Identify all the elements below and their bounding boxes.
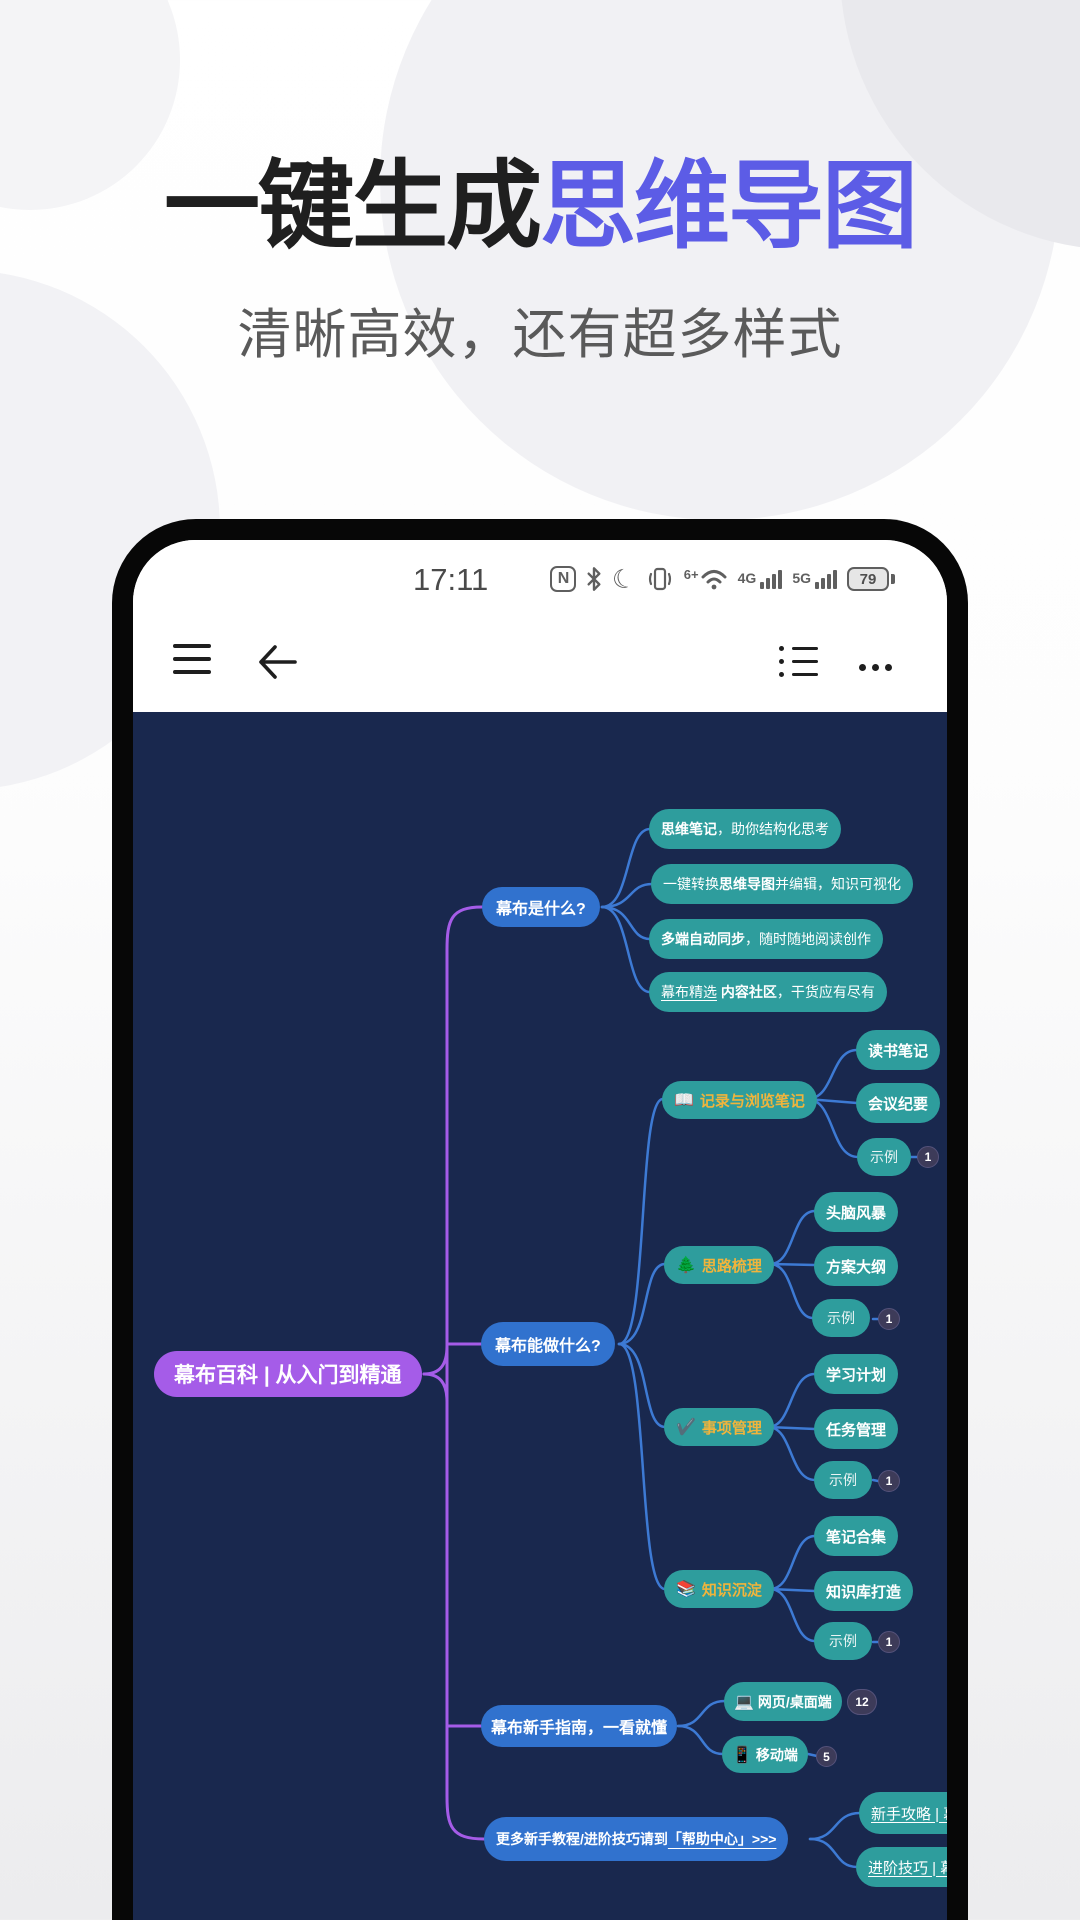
sub-label: 知识沉淀: [701, 1581, 762, 1599]
guide-web-node[interactable]: 💻 网页/桌面端: [724, 1682, 842, 1721]
mindmap-connectors: [422, 827, 920, 1869]
tree-icon: 🌲: [676, 1257, 696, 1274]
note-bold-text: 思维导图: [719, 876, 775, 892]
branch-more-node[interactable]: 更多新手教程/进阶技巧请到「帮助中心」>>>: [484, 1817, 789, 1861]
leaf-node[interactable]: 学习计划: [814, 1354, 899, 1394]
outline-list-icon[interactable]: [779, 646, 818, 685]
vibrate-icon: [648, 567, 671, 591]
count-badge[interactable]: 12: [847, 1689, 877, 1715]
battery-percent: 79: [847, 567, 889, 591]
note-text: 并编辑，知识可视化: [775, 876, 901, 892]
what-child-node[interactable]: 幕布精选 内容社区，干货应有尽有: [649, 972, 887, 1012]
hero-header: 一键生成思维导图 清晰高效，还有超多样式: [0, 140, 1080, 369]
count-badge[interactable]: 1: [917, 1146, 939, 1168]
leaf-node[interactable]: 会议纪要: [856, 1083, 941, 1123]
leaf-node[interactable]: 任务管理: [814, 1409, 899, 1449]
phone-screen: 17:11 N ☾ 6+: [133, 540, 947, 1920]
help-center-link[interactable]: 「帮助中心」>>>: [667, 1831, 777, 1847]
hamburger-menu-icon[interactable]: [173, 644, 211, 683]
more-child-node[interactable]: 进阶技巧 | 幕: [856, 1847, 947, 1887]
sub-tasks-node[interactable]: ✔️ 事项管理: [664, 1408, 774, 1446]
example-node[interactable]: 示例: [857, 1138, 911, 1176]
count-badge[interactable]: 1: [878, 1631, 900, 1653]
net-4g-label: 4G: [737, 569, 757, 586]
note-bold-text: 内容社区: [717, 984, 777, 1000]
wifi-6plus-label: 6+: [683, 567, 699, 582]
note-link-text: 幕布精选: [661, 984, 717, 1000]
note-bold-text: 思维笔记: [661, 821, 717, 837]
what-child-node[interactable]: 思维笔记，助你结构化思考: [649, 809, 841, 849]
leaf-label: 移动端: [755, 1746, 798, 1763]
leaf-node[interactable]: 知识库打造: [814, 1571, 914, 1611]
sub-label: 记录与浏览笔记: [699, 1092, 805, 1110]
back-arrow-icon[interactable]: [251, 638, 303, 686]
page-subtitle: 清晰高效，还有超多样式: [237, 305, 843, 366]
status-bar: 17:11 N ☾ 6+: [133, 540, 947, 616]
bluetooth-icon: [587, 567, 602, 591]
sub-label: 事项管理: [701, 1419, 762, 1437]
check-mark-icon: ✔️: [676, 1419, 696, 1436]
status-time: 17:11: [413, 562, 489, 597]
example-node[interactable]: 示例: [814, 1622, 872, 1660]
mindmap-canvas[interactable]: 幕布百科 | 从入门到精通 幕布是什么? 思维笔记，助你结构化思考 一键转换思维…: [133, 712, 947, 1920]
sub-label: 思路梳理: [701, 1257, 762, 1275]
leaf-label: 网页/桌面端: [757, 1693, 832, 1710]
leaf-node[interactable]: 方案大纲: [814, 1246, 899, 1286]
branch-what-node[interactable]: 幕布是什么?: [482, 887, 600, 927]
branch-can-node[interactable]: 幕布能做什么?: [481, 1322, 615, 1366]
battery-icon: 79: [847, 567, 895, 591]
more-prefix-text: 更多新手教程/进阶技巧请到: [496, 1831, 668, 1847]
title-black-part: 一键生成: [164, 153, 542, 260]
wifi-icon: 6+: [684, 567, 728, 591]
phone-mockup: 17:11 N ☾ 6+: [112, 519, 968, 1920]
more-ellipsis-icon[interactable]: [859, 664, 892, 671]
mobile-phone-icon: 📱: [732, 1746, 752, 1764]
more-child-node[interactable]: 新手攻略 | 幕: [859, 1792, 947, 1834]
leaf-node[interactable]: 头脑风暴: [814, 1192, 899, 1232]
app-toolbar: [133, 616, 947, 712]
count-badge[interactable]: 5: [816, 1746, 837, 1767]
leaf-node[interactable]: 笔记合集: [814, 1516, 899, 1556]
example-node[interactable]: 示例: [814, 1461, 872, 1499]
example-node[interactable]: 示例: [812, 1299, 870, 1337]
what-child-node[interactable]: 一键转换思维导图并编辑，知识可视化: [651, 864, 913, 904]
note-text: 一键转换: [663, 876, 719, 892]
signal-4g-icon: 4G: [737, 569, 783, 589]
note-bold-text: 多端自动同步: [661, 931, 745, 947]
branch-guide-node[interactable]: 幕布新手指南，一看就懂: [481, 1705, 678, 1747]
open-book-icon: 📖: [674, 1092, 694, 1109]
sub-ideas-node[interactable]: 🌲 思路梳理: [664, 1246, 774, 1284]
note-text: ，随时随地阅读创作: [745, 931, 871, 947]
count-badge[interactable]: 1: [878, 1308, 900, 1330]
sub-knowledge-node[interactable]: 📚 知识沉淀: [664, 1570, 774, 1608]
what-child-node[interactable]: 多端自动同步，随时随地阅读创作: [649, 919, 883, 959]
guide-mobile-node[interactable]: 📱 移动端: [722, 1736, 808, 1773]
books-icon: 📚: [676, 1581, 696, 1598]
laptop-icon: 💻: [734, 1693, 754, 1711]
page-title: 一键生成思维导图: [0, 140, 1080, 274]
net-5g-label: 5G: [792, 569, 811, 586]
note-text: ，助你结构化思考: [717, 821, 829, 837]
leaf-link-label: 新手攻略 | 幕: [871, 1805, 947, 1823]
mindmap-root-node[interactable]: 幕布百科 | 从入门到精通: [154, 1351, 422, 1397]
signal-5g-icon: 5G: [792, 569, 837, 589]
moon-icon: ☾: [609, 561, 640, 597]
count-badge[interactable]: 1: [878, 1470, 900, 1492]
status-icons: N ☾ 6+ 4G: [550, 560, 895, 598]
nfc-icon: N: [550, 566, 577, 592]
sub-notes-node[interactable]: 📖 记录与浏览笔记: [662, 1081, 817, 1119]
note-text: ，干货应有尽有: [776, 984, 875, 1000]
title-accent-part: 思维导图: [540, 153, 918, 260]
leaf-node[interactable]: 读书笔记: [856, 1030, 941, 1070]
leaf-link-label: 进阶技巧 | 幕: [868, 1859, 947, 1877]
